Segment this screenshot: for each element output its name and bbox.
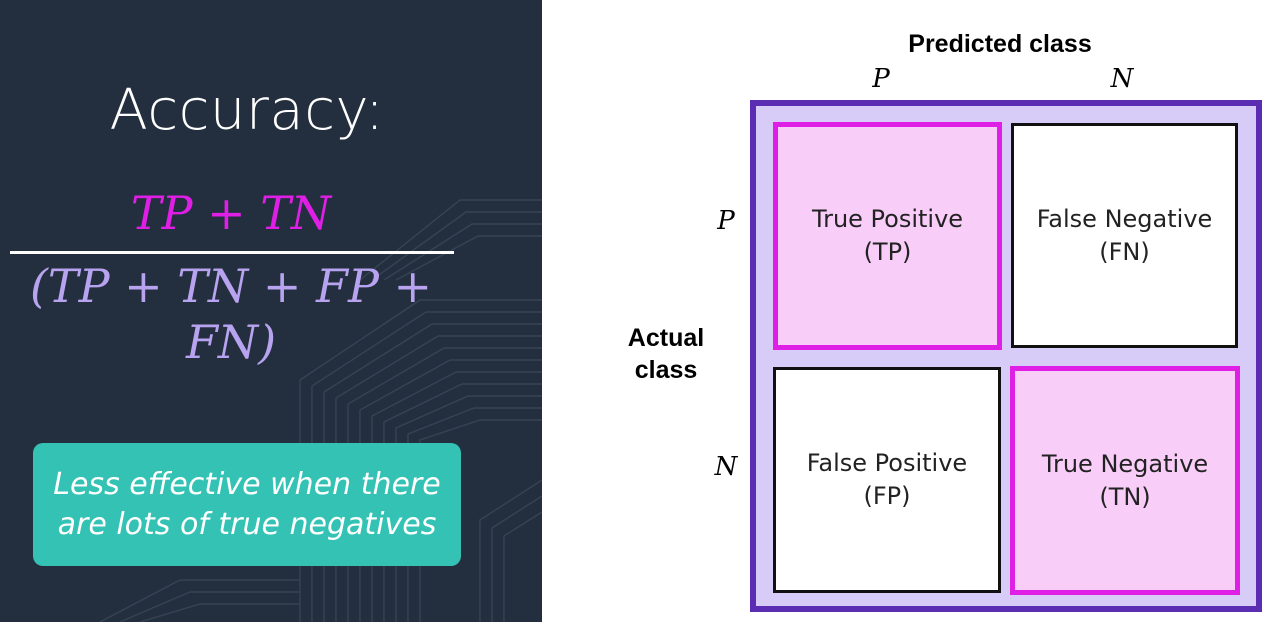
actual-label-n: N [714,452,738,482]
cell-false-positive-label: False Positive (FP) [806,449,968,510]
formula-denominator: (TP + TN + FP + FN) [29,259,433,369]
note-callout: Less effective when there are lots of tr… [33,443,461,566]
cell-false-negative: False Negative (FN) [1011,123,1238,348]
cell-false-negative-label: False Negative (FN) [1036,204,1213,266]
accuracy-panel: Accuracy: TP + TN (TP + TN + FP + FN) Le… [0,0,542,622]
note-text: Less effective when there are lots of tr… [53,466,441,542]
predicted-class-title: Predicted class [908,30,1092,58]
predicted-label-p: P [872,64,890,94]
cell-true-negative: True Negative (TN) [1010,366,1240,595]
cell-true-negative-label: True Negative (TN) [1041,449,1209,511]
formula-numerator: TP + TN [130,186,332,240]
predicted-label-n: N [1110,64,1134,94]
fraction-bar [10,251,454,254]
cell-false-positive: False Positive (FP) [773,367,1001,593]
accuracy-title: Accuracy: [109,78,385,143]
actual-class-title: Actual class [627,324,705,384]
actual-label-p: P [717,206,735,236]
cell-true-positive-label: True Positive (TP) [811,205,964,266]
cell-true-positive: True Positive (TP) [773,122,1002,350]
